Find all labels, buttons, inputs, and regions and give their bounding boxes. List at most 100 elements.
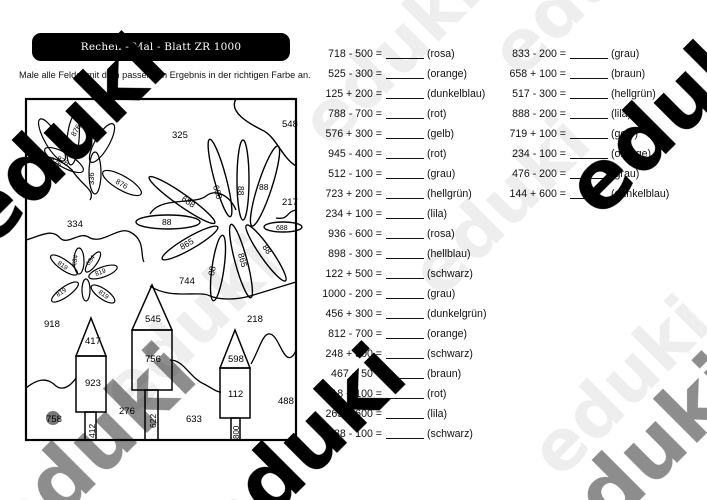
color-hint: (rot) <box>427 108 447 120</box>
color-hint: (lila) <box>427 408 448 420</box>
equation-expression: 945 - 400 = <box>328 148 382 160</box>
answer-blank[interactable] <box>386 338 424 339</box>
color-hint: (schwarz) <box>427 348 473 360</box>
answer-blank[interactable] <box>386 398 424 399</box>
equation-row: 576 + 300 =(gelb) <box>313 124 513 144</box>
field-label: 918 <box>44 319 60 330</box>
color-hint: (hellgrün) <box>427 188 472 200</box>
equation-expression: 467 - 50 = <box>331 368 382 380</box>
field-label: 548 <box>282 119 298 130</box>
color-hint: (grau) <box>611 168 640 180</box>
equation-row: 945 - 400 = (rot) <box>313 144 513 164</box>
color-hint: (dunkelgrün) <box>427 308 487 320</box>
gray-dot <box>46 411 60 425</box>
worksheet-instruction: Male alle Felder mit dem passenden Ergeb… <box>19 70 311 80</box>
equations-column-2: 833 - 200 = (grau) 658 + 100 =(braun) 517… <box>500 44 707 204</box>
equation-row: 812 - 700 =(orange) <box>313 324 513 344</box>
equation-row: 719 + 100 =(gelb) <box>500 124 707 144</box>
rocket-body-label: 923 <box>85 378 101 389</box>
answer-blank[interactable] <box>386 318 424 319</box>
answer-blank[interactable] <box>386 438 424 439</box>
answer-blank[interactable] <box>386 78 424 79</box>
answer-blank[interactable] <box>386 378 424 379</box>
answer-blank[interactable] <box>386 98 424 99</box>
equation-expression: 456 + 300 = <box>325 308 382 320</box>
equation-expression: 517 - 300 = <box>512 88 566 100</box>
petal-label: 336 <box>87 172 96 185</box>
answer-blank[interactable] <box>570 98 608 99</box>
equation-row: 833 - 200 = (grau) <box>500 44 707 64</box>
answer-blank[interactable] <box>386 58 424 59</box>
picture-frame <box>24 97 298 442</box>
answer-blank[interactable] <box>570 58 608 59</box>
equation-expression: 1000 - 200 = <box>322 288 382 300</box>
answer-blank[interactable] <box>386 158 424 159</box>
answer-blank[interactable] <box>386 218 424 219</box>
color-hint: (hellblau) <box>427 248 471 260</box>
equation-row: 456 + 300 = (dunkelgrün) <box>313 304 513 324</box>
answer-blank[interactable] <box>386 418 424 419</box>
answer-blank[interactable] <box>386 238 424 239</box>
field-label: 325 <box>172 130 188 141</box>
rocket-body-label: 756 <box>145 354 161 365</box>
equation-expression: 833 - 200 = <box>512 48 566 60</box>
answer-blank[interactable] <box>570 78 608 79</box>
color-hint: (lila) <box>611 108 632 120</box>
equation-row: 788 - 700 = (rot) <box>313 104 513 124</box>
rocket-tip-label: 598 <box>228 354 244 365</box>
answer-blank[interactable] <box>570 158 608 159</box>
answer-blank[interactable] <box>570 198 608 199</box>
answer-blank[interactable] <box>386 138 424 139</box>
cloud-outline-center <box>149 192 297 219</box>
equation-row: 936 - 600 =(rosa) <box>313 224 513 244</box>
hill-outline-center <box>169 359 222 393</box>
color-hint: (grau) <box>611 48 640 60</box>
answer-blank[interactable] <box>386 358 424 359</box>
equation-expression: 788 - 100 = <box>328 428 382 440</box>
rocket-right <box>218 327 252 441</box>
field-label: 744 <box>179 276 195 287</box>
petal-label: 88 <box>260 242 274 256</box>
equation-row: 122 + 500 = (schwarz) <box>313 264 513 284</box>
answer-blank[interactable] <box>386 198 424 199</box>
answer-blank[interactable] <box>386 258 424 259</box>
equation-expression: 718 - 500 = <box>328 48 382 60</box>
answer-blank[interactable] <box>570 178 608 179</box>
equation-expression: 248 + 300 = <box>325 348 382 360</box>
equation-row: 525 - 300 =(orange) <box>313 64 513 84</box>
answer-blank[interactable] <box>570 118 608 119</box>
equation-expression: 888 - 200 = <box>512 108 566 120</box>
petal-label: 865 <box>178 236 196 252</box>
petal-label: 688 <box>211 184 224 201</box>
equation-expression: 234 + 100 = <box>325 208 382 220</box>
petal-label: 88 <box>206 265 218 276</box>
color-hint: (schwarz) <box>427 268 473 280</box>
answer-blank[interactable] <box>386 118 424 119</box>
equation-expression: 788 - 700 = <box>328 108 382 120</box>
equation-expression: 122 + 500 = <box>325 268 382 280</box>
answer-blank[interactable] <box>570 138 608 139</box>
color-hint: (gelb) <box>611 128 639 140</box>
equation-row: 467 - 50 =(braun) <box>313 364 513 384</box>
color-hint: (rot) <box>427 148 447 160</box>
equation-expression: 265 + 600 = <box>325 408 382 420</box>
equation-row: 248 + 300 = (schwarz) <box>313 344 513 364</box>
color-hint: (orange) <box>427 328 468 340</box>
petal-label: 88 <box>259 182 269 192</box>
rocket-tip-label: 545 <box>145 314 161 325</box>
answer-blank[interactable] <box>386 298 424 299</box>
equation-expression: 723 + 200 = <box>325 188 382 200</box>
petal-label: 876 <box>69 123 83 138</box>
equation-row: 1000 - 200 =(grau) <box>313 284 513 304</box>
equation-row: 658 + 100 =(braun) <box>500 64 707 84</box>
rocket-stick-label: 412 <box>87 424 97 438</box>
equation-expression: 144 + 600 = <box>509 188 566 200</box>
equation-row: 723 + 200 = (hellgrün) <box>313 184 513 204</box>
answer-blank[interactable] <box>386 178 424 179</box>
petal-label: 88 <box>236 186 246 196</box>
rocket-tip-label: 417 <box>85 336 101 347</box>
cloud-outline-left <box>25 155 93 201</box>
answer-blank[interactable] <box>386 278 424 279</box>
color-hint: (rot) <box>427 388 447 400</box>
